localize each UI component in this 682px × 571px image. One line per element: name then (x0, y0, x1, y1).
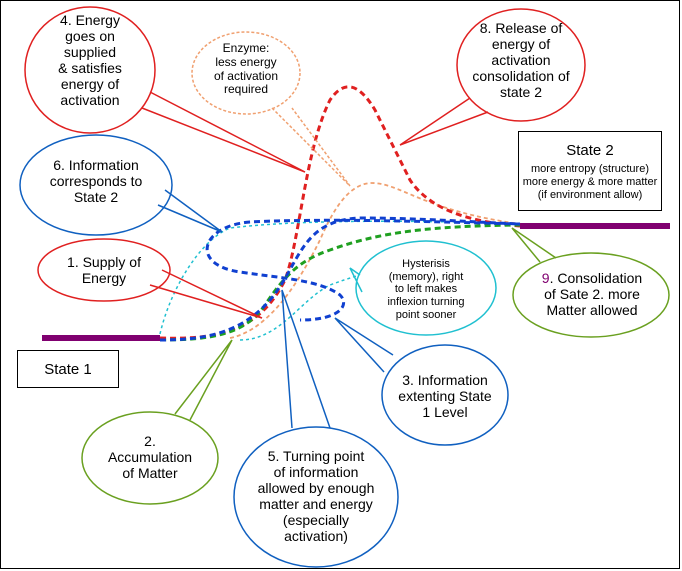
bubble-6-pointer (157, 189, 223, 233)
bubble-3-text: 3. Information extenting State 1 Level (398, 372, 492, 421)
hysteresis-bubble-outline (355, 240, 497, 336)
bubble-8-text: 8. Release of energy of activation conso… (472, 20, 570, 101)
hysteresis-bubble-pointer (349, 267, 363, 293)
bubble-9-pointer (511, 227, 557, 263)
hysteresis-text: Hysterisis (memory), right to left makes… (387, 258, 465, 321)
bubble-5-text: 5. Turning point of information allowed … (257, 448, 375, 545)
bubble-2-pointer (174, 339, 233, 421)
bubble-4-text: 4. Energy goes on supplied & satisfies e… (58, 12, 122, 109)
bubble-9-number: 9 (541, 270, 550, 286)
bubble-1-outline (37, 238, 171, 302)
bubble-4-outline (24, 6, 156, 134)
bubble-9-body: . Consolidation of Sate 2. more Matter a… (544, 270, 643, 319)
bubble-2-outline (81, 411, 219, 505)
enzyme-bubble-outline (191, 31, 301, 115)
bubble-4-pointer (141, 91, 306, 173)
state2-box: State 2 more entropy (structure) more en… (518, 131, 662, 211)
bubble-1-pointer (149, 269, 263, 319)
state1-label: State 1 (44, 361, 92, 378)
bubble-5-outline (233, 426, 399, 568)
state2-title: State 2 (566, 142, 614, 159)
bubble-2-text: 2. Accumulation of Matter (107, 433, 193, 482)
enzyme-curve (229, 182, 521, 339)
enzyme-bubble-pointer (271, 107, 351, 187)
bubble-3-pointer (334, 317, 394, 373)
bubble-8-outline (456, 8, 586, 122)
bubble-5-pointer (281, 289, 331, 429)
state2-line2: more energy & more matter (522, 176, 658, 188)
bubble-3-outline (381, 344, 509, 446)
state2-line3: (if environment allow) (537, 189, 643, 201)
activation-curve (159, 85, 521, 340)
enzyme-text: Enzyme: less energy of activation requir… (213, 41, 279, 97)
state2-line1: more entropy (structure) (531, 163, 649, 175)
cyan-curve (159, 220, 461, 335)
bubble-1-text: 1. Supply of Energy (67, 254, 141, 287)
bubble-6-outline (19, 134, 173, 236)
information-loop (159, 216, 521, 342)
bubble-9-text: 9. Consolidation of Sate 2. more Matter … (528, 270, 656, 318)
bubble-8-pointer (399, 97, 489, 146)
bubble-9-outline (512, 252, 670, 338)
bubble-6-text: 6. Information corresponds to State 2 (49, 157, 143, 206)
state1-box: State 1 (17, 350, 119, 388)
matter-curve (159, 223, 521, 342)
